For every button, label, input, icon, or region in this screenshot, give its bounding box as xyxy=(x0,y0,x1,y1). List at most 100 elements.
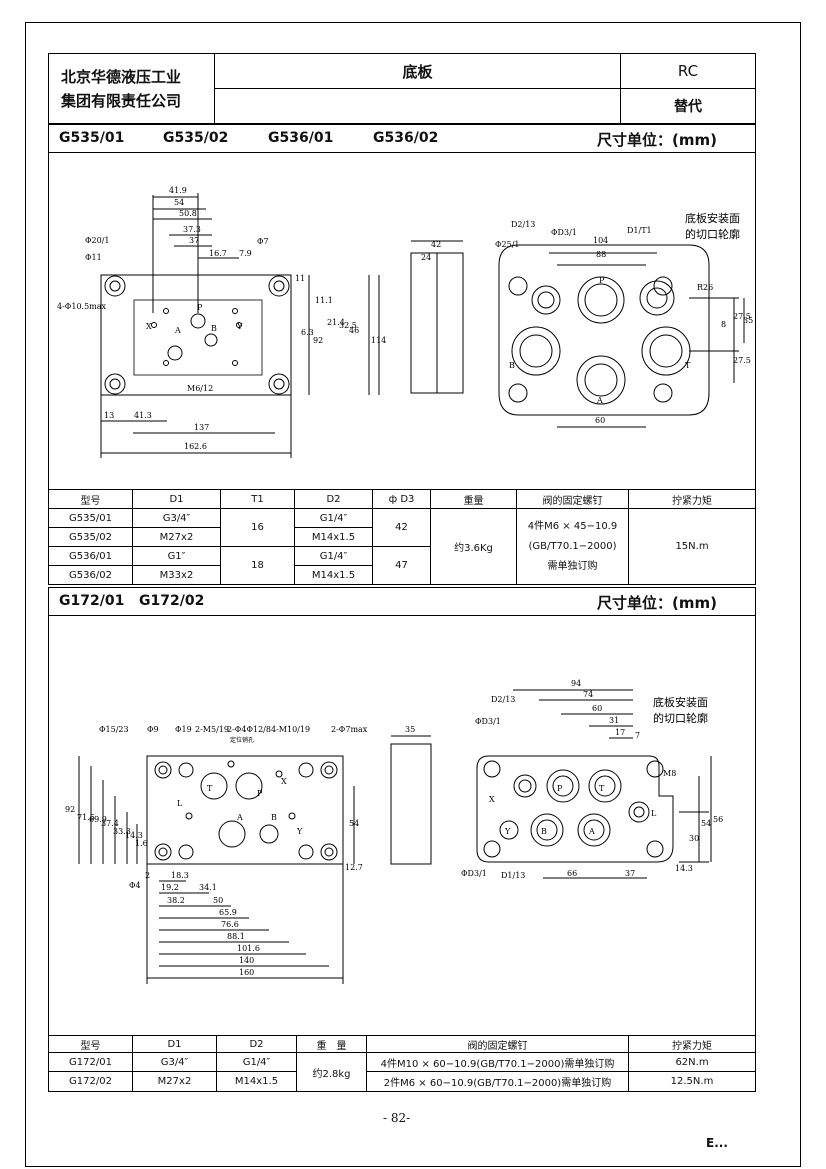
plate-outline-right xyxy=(498,244,710,416)
svg-text:101.6: 101.6 xyxy=(237,944,260,953)
page-frame xyxy=(25,22,801,1167)
svg-text:P: P xyxy=(197,303,203,312)
table-row: G172/02 M27x2 M14x1.5 2件M6 × 60−10.9(GB/… xyxy=(48,1071,756,1092)
svg-text:92: 92 xyxy=(313,336,323,345)
svg-text:114: 114 xyxy=(371,336,386,345)
svg-text:T: T xyxy=(599,784,605,793)
svg-text:B: B xyxy=(211,324,217,333)
svg-text:54: 54 xyxy=(174,198,184,207)
table-header: ф D3 xyxy=(372,489,431,509)
svg-text:Φ4: Φ4 xyxy=(129,881,141,890)
svg-text:56: 56 xyxy=(713,815,723,824)
svg-text:37: 37 xyxy=(625,869,635,878)
unit-label: 尺寸单位：(mm) xyxy=(597,594,717,612)
svg-text:16.7: 16.7 xyxy=(209,249,227,258)
svg-text:2-Φ7max: 2-Φ7max xyxy=(331,725,368,734)
table-row: G535/01 G3/4″ 16 G1/4″ 42 约3.6Kg 4件M6 × … xyxy=(48,508,756,585)
svg-text:7.9: 7.9 xyxy=(239,249,252,258)
svg-text:42: 42 xyxy=(431,240,441,249)
model-label: G172/02 xyxy=(139,593,205,609)
svg-text:L: L xyxy=(177,799,183,808)
svg-text:71.5: 71.5 xyxy=(77,813,95,822)
svg-text:27.5: 27.5 xyxy=(733,312,751,321)
svg-text:88.1: 88.1 xyxy=(227,932,245,941)
footer-mark: E... xyxy=(706,1136,728,1150)
svg-text:8: 8 xyxy=(721,320,726,329)
svg-text:Y: Y xyxy=(296,827,303,836)
svg-text:37: 37 xyxy=(189,236,199,245)
svg-text:21.4: 21.4 xyxy=(327,318,345,327)
svg-text:X: X xyxy=(281,777,287,786)
svg-text:B: B xyxy=(509,361,515,370)
svg-text:104: 104 xyxy=(593,236,608,245)
svg-text:A: A xyxy=(236,813,243,822)
svg-text:35: 35 xyxy=(743,316,753,325)
baseplate-drawing-2: Φ15/23 Φ9 Φ19 2-M5/19 2-Φ4Φ12/8 定位销孔 4-M… xyxy=(65,679,723,984)
svg-text:底板安装面: 底板安装面 xyxy=(685,211,740,225)
section1-drawing: 41.9 54 50.8 37.3 37 16.7 7.9 Φ7 Φ20/1 Φ… xyxy=(48,153,756,489)
svg-text:13: 13 xyxy=(104,411,114,420)
plate-outline-right xyxy=(476,755,674,863)
svg-text:ΦD3/1: ΦD3/1 xyxy=(461,869,487,878)
svg-text:Y: Y xyxy=(236,322,243,331)
svg-text:Y: Y xyxy=(504,827,511,836)
svg-text:38.2: 38.2 xyxy=(167,896,185,905)
svg-text:19.2: 19.2 xyxy=(161,883,179,892)
svg-text:Φ7: Φ7 xyxy=(257,237,269,246)
svg-text:74: 74 xyxy=(583,690,593,699)
svg-text:18.3: 18.3 xyxy=(171,871,189,880)
plate-outline xyxy=(146,755,344,865)
svg-text:1.6: 1.6 xyxy=(135,839,148,848)
svg-text:ΦD3/1: ΦD3/1 xyxy=(551,228,577,237)
table-header: 型号 xyxy=(48,489,133,509)
table-header: 重 量 xyxy=(296,1035,367,1053)
svg-text:D2/13: D2/13 xyxy=(511,220,535,229)
svg-text:60: 60 xyxy=(592,704,602,713)
svg-text:4-M10/19: 4-M10/19 xyxy=(271,725,310,734)
svg-text:底板安装面: 底板安装面 xyxy=(653,695,708,709)
svg-text:54: 54 xyxy=(349,819,359,828)
title-block: 北京华德液压工业 集团有限责任公司 底板 RC 替代 xyxy=(48,53,756,124)
svg-text:6.3: 6.3 xyxy=(301,328,314,337)
svg-text:Φ20/1: Φ20/1 xyxy=(85,236,110,245)
svg-text:76.6: 76.6 xyxy=(221,920,239,929)
table-header: 型号 xyxy=(48,1035,133,1053)
svg-text:50.8: 50.8 xyxy=(179,209,197,218)
svg-text:11.1: 11.1 xyxy=(315,296,333,305)
svg-text:X: X xyxy=(146,322,152,331)
baseplate-drawing-1: 41.9 54 50.8 37.3 37 16.7 7.9 Φ7 Φ20/1 Φ… xyxy=(57,186,753,458)
section2-drawing: Φ15/23 Φ9 Φ19 2-M5/19 2-Φ4Φ12/8 定位销孔 4-M… xyxy=(48,616,756,1035)
svg-text:2: 2 xyxy=(145,871,150,880)
svg-text:66: 66 xyxy=(567,869,577,878)
svg-text:T: T xyxy=(207,784,213,793)
svg-text:27.5: 27.5 xyxy=(733,356,751,365)
svg-text:35: 35 xyxy=(405,725,415,734)
svg-text:定位销孔: 定位销孔 xyxy=(230,736,254,744)
svg-text:D1/T1: D1/T1 xyxy=(627,226,652,235)
table-row: G536/01 G1″ 18 G1/4″ 47 xyxy=(48,546,756,585)
svg-text:2-M5/19: 2-M5/19 xyxy=(195,725,229,734)
svg-text:Φ9: Φ9 xyxy=(147,725,159,734)
svg-text:31: 31 xyxy=(609,716,619,725)
svg-text:D1/13: D1/13 xyxy=(501,871,525,880)
svg-text:94: 94 xyxy=(571,679,581,688)
table-row: G535/02 M27x2 M14x1.5 xyxy=(48,527,756,547)
table-row: G536/02 M33x2 M14x1.5 xyxy=(48,565,756,585)
svg-text:137: 137 xyxy=(194,423,209,432)
svg-text:14.3: 14.3 xyxy=(675,864,693,873)
blank-cell xyxy=(214,88,621,124)
svg-text:P: P xyxy=(557,784,563,793)
model-label: G536/02 xyxy=(373,130,439,146)
svg-text:Φ11: Φ11 xyxy=(85,253,102,262)
svg-text:R26: R26 xyxy=(697,283,713,292)
spec-table-2: 型号 D1 D2 重 量 阀的固定螺钉 拧紧力矩 G172/01 G3/4″ G… xyxy=(48,1035,756,1092)
svg-text:54: 54 xyxy=(701,819,711,828)
page-number: - 82- xyxy=(383,1111,411,1125)
svg-text:P: P xyxy=(257,789,263,798)
svg-text:M8: M8 xyxy=(663,769,676,778)
svg-text:14.3: 14.3 xyxy=(125,831,143,840)
svg-text:92: 92 xyxy=(65,805,75,814)
spec-table-1: 型号 D1 T1 D2 ф D3 重量 阀的固定螺钉 拧紧力矩 G535/01 … xyxy=(48,489,756,585)
svg-text:B: B xyxy=(541,827,547,836)
plate-outline xyxy=(100,274,292,396)
